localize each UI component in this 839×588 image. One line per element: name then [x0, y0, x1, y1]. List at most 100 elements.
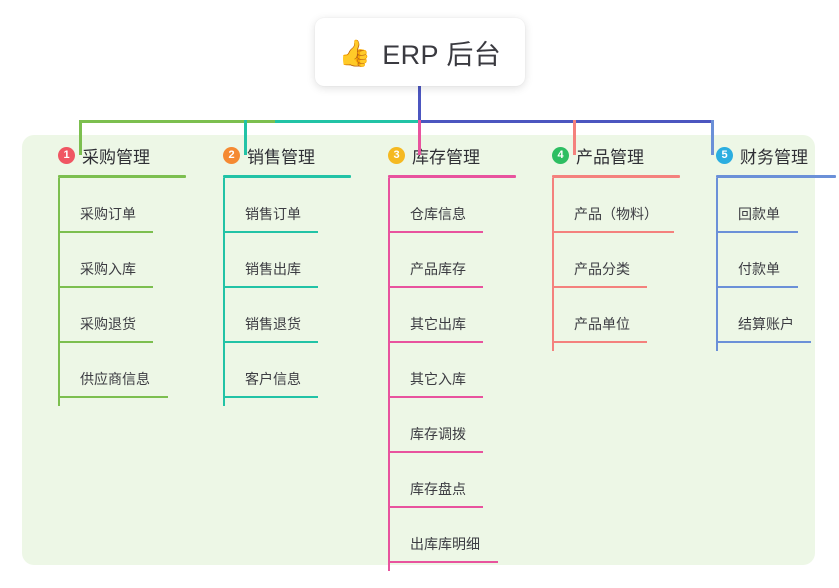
- branch-item[interactable]: 回款单: [716, 178, 839, 233]
- branch-item-list-4: 产品（物料） 产品分类产品单位: [552, 178, 704, 351]
- connector-drop-3: [418, 120, 421, 155]
- branch-item-underline: [388, 341, 483, 343]
- branch-vertical-stem: [388, 178, 390, 571]
- connector-drop-4: [573, 120, 576, 155]
- branch-item-label: 销售出库: [245, 261, 301, 277]
- branch-title-underline: [223, 175, 351, 178]
- branch-item[interactable]: 销售订单: [223, 178, 375, 233]
- branch-item-label: 采购退货: [80, 316, 136, 332]
- branch-header-4[interactable]: 4 产品管理: [534, 135, 704, 175]
- connector-drop-2: [244, 120, 247, 155]
- branch-column-4: 4 产品管理产品（物料） 产品分类产品单位: [534, 135, 704, 351]
- branch-item-label: 其它出库: [410, 316, 466, 332]
- branch-header-1[interactable]: 1 采购管理: [40, 135, 210, 175]
- branch-title-underline: [552, 175, 680, 178]
- branch-title: 财务管理: [740, 147, 808, 167]
- branch-item-underline: [388, 561, 498, 563]
- branch-vertical-stem: [716, 178, 718, 351]
- branch-title: 库存管理: [412, 147, 480, 167]
- branch-item-underline: [388, 506, 483, 508]
- connector-bus-segment-1: [79, 120, 275, 123]
- branch-item-label: 回款单: [738, 206, 780, 222]
- branch-item[interactable]: 产品单位: [552, 288, 704, 343]
- branch-item-underline: [388, 451, 483, 453]
- branch-number-badge: 3: [388, 146, 405, 164]
- branch-item[interactable]: 产品分类: [552, 233, 704, 288]
- connector-drop-5: [711, 120, 714, 155]
- branch-item[interactable]: 付款单: [716, 233, 839, 288]
- branch-title: 销售管理: [247, 147, 315, 167]
- branch-item-underline: [58, 231, 153, 233]
- branch-item-list-3: 仓库信息产品库存其它出库其它入库库存调拨库存盘点出库库明细: [388, 178, 540, 571]
- branch-item-underline: [716, 286, 798, 288]
- branch-number-badge: 1: [58, 146, 75, 164]
- branch-item-label: 销售订单: [245, 206, 301, 222]
- branch-item[interactable]: 库存调拨: [388, 398, 540, 453]
- root-node-card[interactable]: 👍 ERP 后台: [315, 18, 525, 86]
- branch-title: 产品管理: [576, 147, 644, 167]
- branch-item-underline: [552, 286, 647, 288]
- branch-column-5: 5 财务管理回款单付款单结算账户: [698, 135, 839, 351]
- root-connector-stem: [418, 86, 421, 123]
- branch-item-label: 采购订单: [80, 206, 136, 222]
- branch-item-underline: [223, 286, 318, 288]
- branch-item[interactable]: 结算账户: [716, 288, 839, 343]
- branch-item-underline: [58, 286, 153, 288]
- branch-title-underline: [716, 175, 836, 178]
- branch-item-label: 库存盘点: [410, 481, 466, 497]
- branch-columns: 1 采购管理采购订单采购入库采购退货供应商信息 2 销售管理销售订单销售出库销售退货客…: [22, 135, 836, 571]
- branch-item[interactable]: 仓库信息: [388, 178, 540, 233]
- branch-number-badge: 5: [716, 146, 733, 164]
- branch-item-list-5: 回款单付款单结算账户: [716, 178, 839, 351]
- branch-item[interactable]: 客户信息: [223, 343, 375, 398]
- branch-item[interactable]: 供应商信息: [58, 343, 210, 398]
- branch-header-3[interactable]: 3 库存管理: [370, 135, 540, 175]
- branch-item-list-1: 采购订单采购入库采购退货供应商信息: [58, 178, 210, 406]
- branch-item-label: 销售退货: [245, 316, 301, 332]
- branch-item[interactable]: 产品（物料）: [552, 178, 704, 233]
- branch-item-underline: [552, 231, 674, 233]
- branch-item-label: 出库库明细: [410, 536, 480, 552]
- branch-item-label: 客户信息: [245, 371, 301, 387]
- branch-column-3: 3 库存管理仓库信息产品库存其它出库其它入库库存调拨库存盘点出库库明细: [370, 135, 540, 571]
- branch-item[interactable]: 产品库存: [388, 233, 540, 288]
- branch-vertical-stem: [223, 178, 225, 406]
- branch-item-label: 采购入库: [80, 261, 136, 277]
- branch-item-label: 付款单: [738, 261, 780, 277]
- branch-item[interactable]: 销售出库: [223, 233, 375, 288]
- branch-item-underline: [388, 396, 483, 398]
- connector-bus-segment-2: [275, 120, 419, 123]
- branch-item-underline: [223, 231, 318, 233]
- branch-item-label: 产品单位: [574, 316, 630, 332]
- root-node-title: ERP 后台: [382, 39, 502, 70]
- branch-item[interactable]: 销售退货: [223, 288, 375, 343]
- branch-item[interactable]: 采购订单: [58, 178, 210, 233]
- thumbs-up-icon: 👍: [338, 38, 372, 68]
- branch-item-label: 库存调拨: [410, 426, 466, 442]
- branch-column-2: 2 销售管理销售订单销售出库销售退货客户信息: [205, 135, 375, 406]
- branch-item-label: 产品分类: [574, 261, 630, 277]
- branch-header-2[interactable]: 2 销售管理: [205, 135, 375, 175]
- branch-item-underline: [388, 231, 483, 233]
- branch-title: 采购管理: [82, 147, 150, 167]
- branch-item-underline: [388, 286, 483, 288]
- branch-item-underline: [552, 341, 647, 343]
- branch-item[interactable]: 其它出库: [388, 288, 540, 343]
- branch-number-badge: 2: [223, 146, 240, 164]
- branch-item[interactable]: 采购入库: [58, 233, 210, 288]
- branch-item[interactable]: 采购退货: [58, 288, 210, 343]
- branch-header-5[interactable]: 5 财务管理: [698, 135, 839, 175]
- branch-item-underline: [716, 341, 811, 343]
- connector-bus-segment-3: [419, 120, 713, 123]
- branch-item[interactable]: 库存盘点: [388, 453, 540, 508]
- branch-number-badge: 4: [552, 146, 569, 164]
- branch-item[interactable]: 出库库明细: [388, 508, 540, 563]
- branch-item-underline: [223, 341, 318, 343]
- branch-item[interactable]: 其它入库: [388, 343, 540, 398]
- diagram-panel: [22, 135, 815, 565]
- branch-item-label: 产品（物料）: [574, 206, 658, 222]
- branch-title-underline: [388, 175, 516, 178]
- branch-vertical-stem: [552, 178, 554, 351]
- branch-item-label: 产品库存: [410, 261, 466, 277]
- branch-item-list-2: 销售订单销售出库销售退货客户信息: [223, 178, 375, 406]
